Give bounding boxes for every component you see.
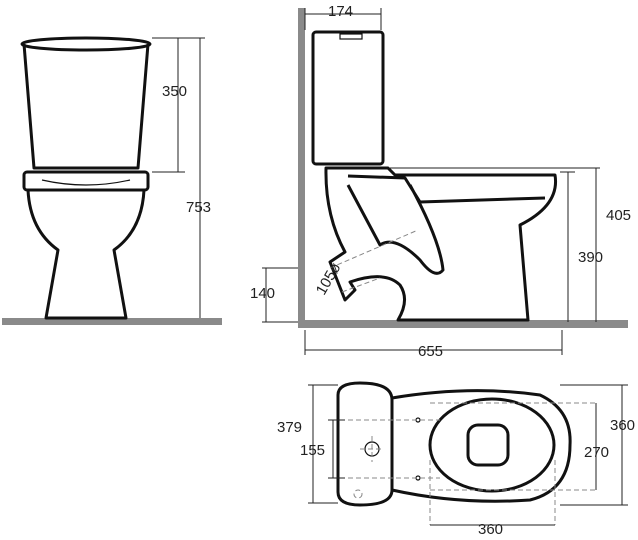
floor-line xyxy=(2,318,222,325)
floor-line xyxy=(298,320,628,328)
dim-seat-width: 270 xyxy=(584,444,609,461)
dim-rim-height: 390 xyxy=(578,249,603,266)
front-view: 350 753 xyxy=(2,36,222,325)
dim-total-width-left: 379 xyxy=(277,419,302,436)
dim-seat-length: 360 xyxy=(478,521,503,538)
wall-line xyxy=(298,8,305,328)
dim-fixing-spacing: 155 xyxy=(300,442,325,459)
dim-total-depth: 655 xyxy=(418,343,443,360)
dim-tank-depth: 174 xyxy=(328,3,353,20)
side-view: 174 405 390 140 105ø 655 xyxy=(250,3,631,360)
dim-rim-height-outer: 405 xyxy=(606,207,631,224)
dim-outlet-height: 140 xyxy=(250,285,275,302)
dim-outlet-diameter: 105ø xyxy=(313,260,345,298)
top-view: 379 155 360 270 360 xyxy=(277,381,635,538)
dim-total-height: 753 xyxy=(186,199,211,216)
dim-tank-height: 350 xyxy=(162,83,187,100)
dim-total-width-right: 360 xyxy=(610,417,635,434)
